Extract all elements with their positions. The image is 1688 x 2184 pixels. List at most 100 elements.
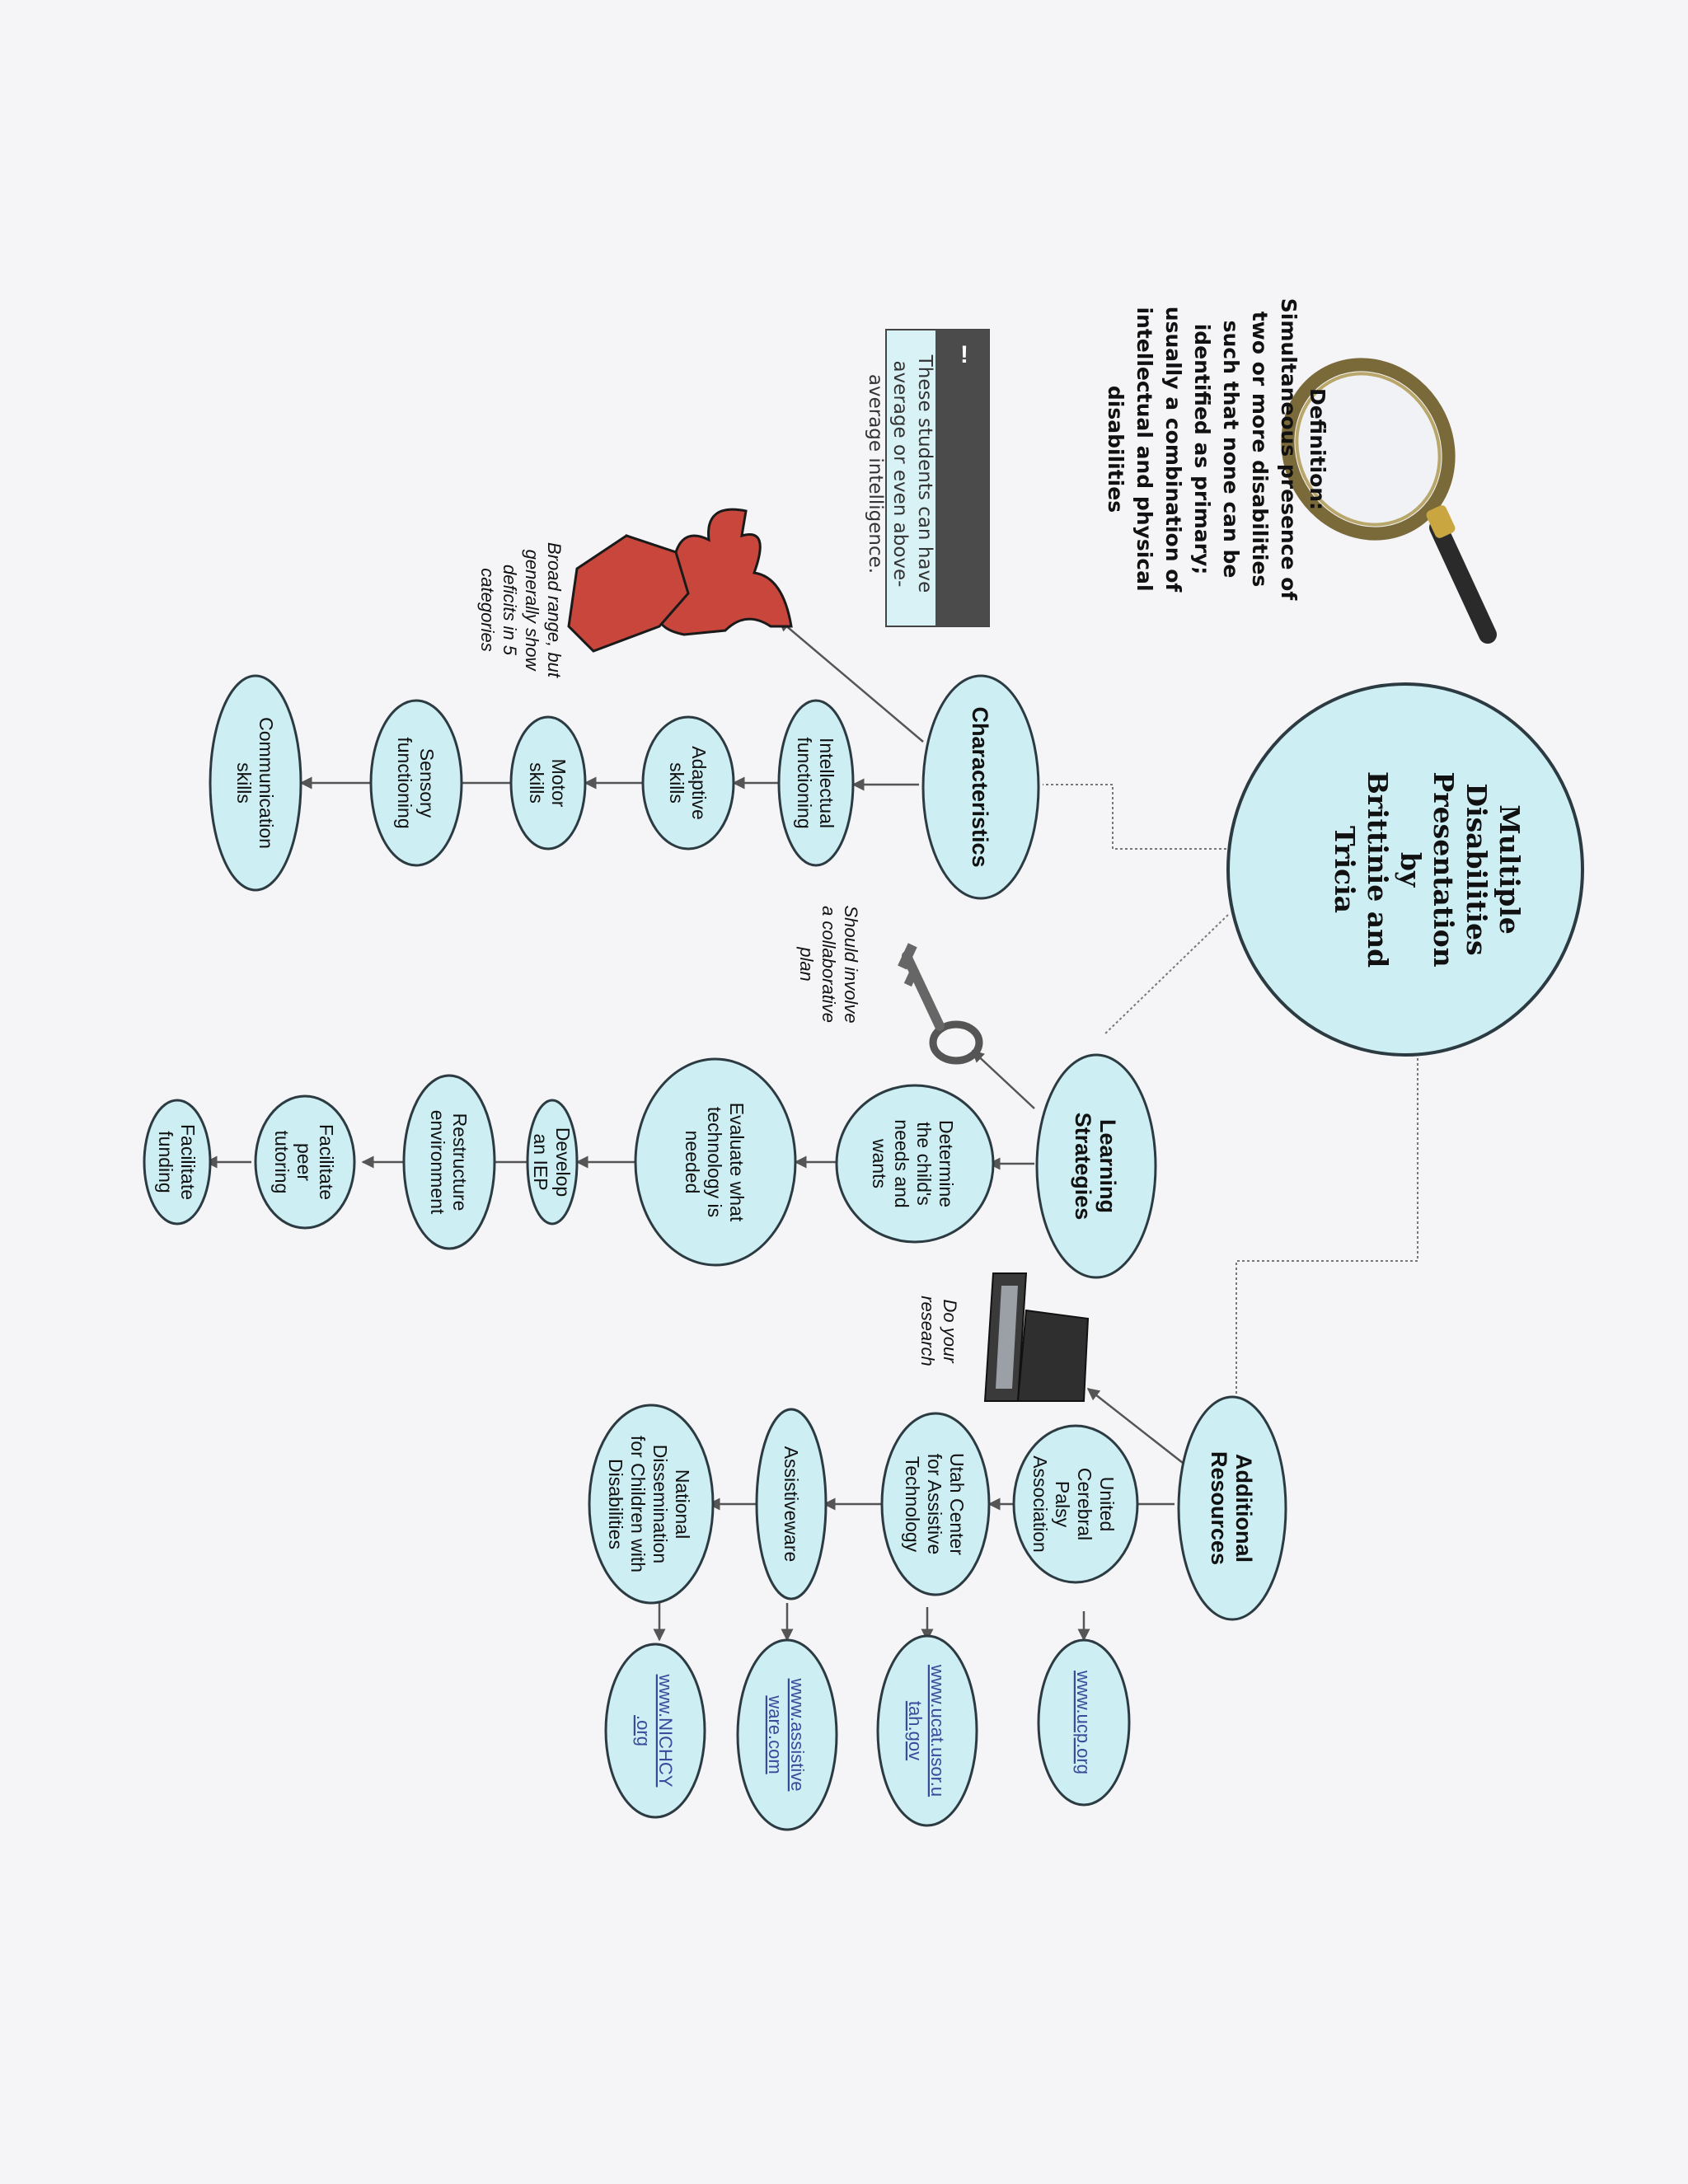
definition-block: Definition: Simultaneous presence of two…: [1104, 298, 1329, 602]
node-text: wants: [869, 1138, 890, 1188]
node-text: Utah Center: [946, 1453, 968, 1555]
char-note-line: Broad range, but: [544, 542, 565, 678]
learning-note-line: plan: [796, 946, 817, 982]
resources-note-line: research: [917, 1296, 938, 1366]
learning-header: Strategies: [1071, 1113, 1095, 1221]
node-text: Intellectual: [816, 738, 837, 828]
node-text: United: [1096, 1477, 1118, 1531]
definition-line: disabilities: [1104, 386, 1128, 513]
characteristics-header: Characteristics: [968, 706, 992, 867]
main-to-characteristics-link: [1043, 784, 1236, 850]
ucat-link: www.ucat.usor.u: [927, 1664, 948, 1797]
main-title-line: Disabilities: [1461, 783, 1493, 955]
main-title-line: Tricia: [1329, 826, 1361, 913]
node-text: skills: [666, 762, 687, 804]
ucp-link: www.ucp.org: [1073, 1670, 1094, 1774]
node-text: peer: [293, 1143, 315, 1181]
intelligence-callout: ! These students can have average or eve…: [865, 329, 990, 627]
definition-line: Simultaneous presence of: [1277, 298, 1301, 602]
motor-skills-node: Motor skills: [509, 715, 587, 851]
intellectual-functioning-node: Intellectual functioning: [777, 699, 855, 867]
definition-line: Definition:: [1306, 388, 1329, 510]
facilitate-funding-node: Facilitate funding: [143, 1099, 212, 1226]
learning-note-line: a collaborative: [818, 906, 839, 1023]
node-text: needs and: [891, 1119, 912, 1207]
nichcy-link: .org: [633, 1715, 654, 1746]
node-text: Sensory: [416, 748, 438, 818]
callout-icon: !: [960, 341, 968, 368]
main-title-line: Multiple: [1493, 804, 1526, 934]
node-text: Motor: [548, 759, 570, 808]
magnifying-glass-icon: [1281, 358, 1497, 644]
node-text: Disabilities: [605, 1459, 626, 1549]
key-icon: [898, 943, 983, 1065]
node-text: Cerebral: [1074, 1468, 1095, 1540]
node-text: Communication: [256, 717, 277, 849]
node-text: functioning: [394, 737, 415, 828]
ucp-link-node[interactable]: www.ucp.org: [1037, 1638, 1131, 1807]
sensory-functioning-node: Sensory functioning: [369, 699, 463, 867]
node-text: Adaptive: [688, 746, 710, 820]
resources-to-laptop-arrow: [1086, 1388, 1184, 1464]
learning-to-key-arrow: [971, 1049, 1035, 1109]
callout-line: average intelligence.: [865, 374, 886, 574]
ucat-link: tah.gov: [905, 1701, 926, 1760]
ucp-node: United Cerebral Palsy Association: [1012, 1424, 1139, 1584]
main-to-learning-link: [1104, 914, 1229, 1035]
node-text: technology is: [704, 1107, 725, 1217]
adaptive-skills-node: Adaptive skills: [641, 715, 735, 851]
resources-header: Additional: [1231, 1454, 1256, 1563]
char-note-line: categories: [477, 568, 498, 652]
puzzle-piece-icon: [567, 508, 793, 653]
node-text: an IEP: [530, 1133, 551, 1190]
learning-note: Should involve a collaborative plan: [796, 905, 861, 1023]
nichcy-node: National Dissemination for Children with…: [588, 1404, 715, 1605]
assistiveware-node: Assistiveware: [755, 1408, 828, 1601]
node-text: tutoring: [271, 1131, 293, 1194]
nichcy-link: www.NICHCY: [655, 1674, 676, 1788]
ucat-node: Utah Center for Assistive Technology: [880, 1412, 991, 1596]
main-title-line: Brittinie and: [1362, 771, 1394, 968]
resources-note: Do your research: [917, 1296, 960, 1366]
resources-header: Resources: [1207, 1451, 1231, 1565]
callout-line: These students can have: [914, 354, 935, 593]
node-text: for Children with: [627, 1436, 649, 1572]
char-note-line: deficits in 5: [499, 565, 520, 656]
resources-note-line: Do your: [940, 1299, 960, 1364]
characteristics-node: Characteristics: [921, 674, 1040, 900]
node-text: Restructure: [449, 1113, 471, 1212]
node-text: Assistiveware: [781, 1446, 802, 1563]
node-text: functioning: [794, 737, 815, 828]
learning-header: Learning: [1095, 1119, 1120, 1213]
assistiveware-link: www.assistive: [787, 1678, 808, 1792]
laptop-icon: [983, 1272, 1090, 1402]
determine-needs-node: Determine the child's needs and wants: [835, 1084, 995, 1244]
assistiveware-link-node[interactable]: www.assistive ware.com: [736, 1638, 838, 1831]
ucat-link-node[interactable]: www.ucat.usor.u tah.gov: [876, 1634, 978, 1827]
restructure-environment-node: Restructure environment: [402, 1074, 496, 1250]
node-text: environment: [427, 1110, 448, 1215]
node-text: National: [672, 1469, 693, 1539]
definition-line: identified as primary;: [1190, 324, 1214, 575]
node-text: Evaluate what: [726, 1103, 748, 1222]
assistiveware-link: ware.com: [765, 1694, 785, 1774]
communication-skills-node: Communication skills: [209, 674, 302, 892]
characteristics-note: Broad range, but generally show deficits…: [477, 542, 565, 678]
node-text: the child's: [913, 1122, 935, 1206]
evaluate-technology-node: Evaluate what technology is needed: [634, 1057, 797, 1267]
nichcy-link-node[interactable]: www.NICHCY .org: [604, 1643, 706, 1819]
facilitate-peer-tutoring-node: Facilitate peer tutoring: [254, 1094, 356, 1230]
char-note-line: generally show: [522, 550, 542, 673]
definition-line: usually a combination of: [1161, 307, 1185, 593]
node-text: Facilitate: [177, 1124, 199, 1200]
node-text: needed: [682, 1131, 703, 1194]
node-text: Facilitate: [316, 1124, 337, 1200]
learning-note-line: Should involve: [841, 905, 861, 1023]
node-text: Palsy: [1052, 1481, 1073, 1528]
learning-strategies-node: Learning Strategies: [1035, 1053, 1157, 1279]
additional-resources-node: Additional Resources: [1177, 1395, 1287, 1621]
main-topic-node: Multiple Disabilities Presentation by Br…: [1226, 682, 1584, 1057]
main-title-line: Presentation: [1428, 771, 1460, 967]
node-text: funding: [155, 1131, 176, 1193]
